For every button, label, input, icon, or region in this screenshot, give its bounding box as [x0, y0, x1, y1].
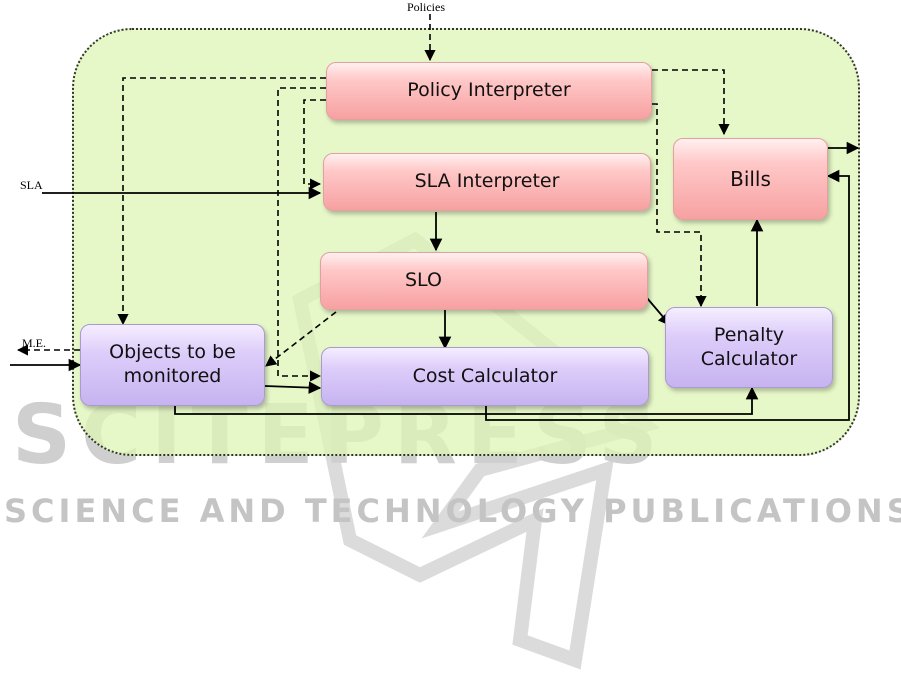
sla-interpreter-box: SLA Interpreter [323, 153, 651, 211]
policy-interpreter-label: Policy Interpreter [407, 79, 570, 103]
policy-interpreter-box: Policy Interpreter [326, 62, 652, 120]
sla-label: SLA [20, 178, 43, 193]
penalty-calculator-box: Penalty Calculator [665, 307, 833, 388]
objects-monitored-label: Objects to be monitored [95, 341, 250, 389]
slo-box: SLO [320, 252, 648, 310]
policies-label: Policies [407, 0, 445, 15]
objects-monitored-box: Objects to be monitored [80, 324, 265, 406]
bills-label: Bills [730, 167, 771, 192]
policy-to-cost [278, 88, 326, 376]
sla-interpreter-label: SLA Interpreter [415, 170, 560, 194]
policy-to-objects [123, 78, 326, 324]
me-label: M.E. [22, 336, 46, 351]
cost-calculator-label: Cost Calculator [413, 365, 558, 389]
bills-box: Bills [673, 138, 828, 220]
slo-label: SLO [405, 269, 442, 293]
objects-to-cost [265, 386, 320, 388]
policy-to-bills [652, 70, 724, 134]
cost-calculator-box: Cost Calculator [321, 347, 649, 406]
penalty-calculator-label: Penalty Calculator [684, 324, 814, 372]
